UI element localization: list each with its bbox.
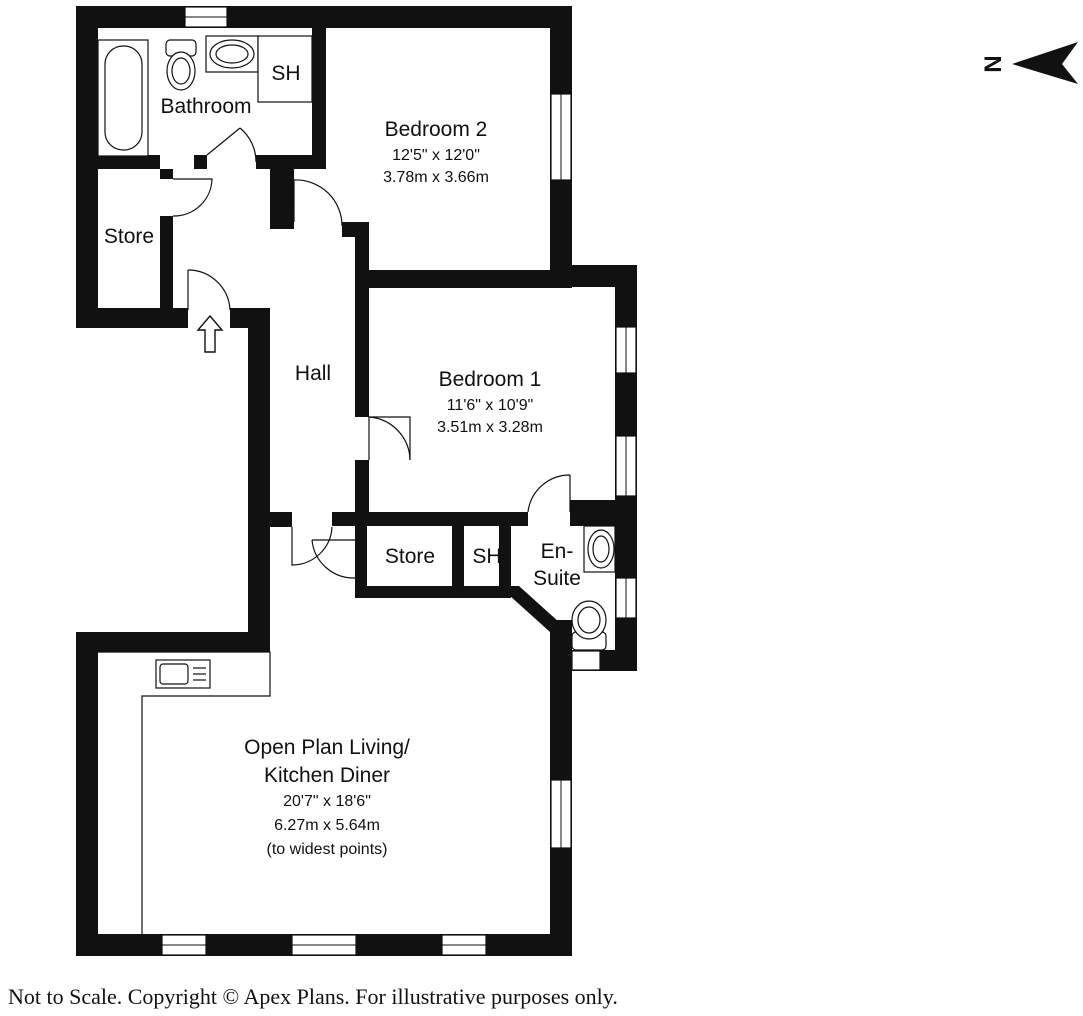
room-dimension-metric: 3.78m x 3.66m <box>383 169 489 186</box>
room-name: Open Plan Living/ <box>244 736 410 759</box>
room-name: Bedroom 1 <box>439 368 542 391</box>
compass: N <box>979 42 1078 84</box>
room-name: Store <box>385 545 435 568</box>
room-name: Bathroom <box>160 95 251 118</box>
doors <box>172 127 571 579</box>
door <box>206 127 241 156</box>
room-name: Kitchen Diner <box>264 764 390 787</box>
toilet-icon <box>571 600 607 651</box>
room-name: En- <box>541 540 574 563</box>
kitchen-sink-icon <box>155 659 211 689</box>
room-dimension-metric: 3.51m x 3.28m <box>437 419 543 436</box>
disclaimer: Not to Scale. Copyright © Apex Plans. Fo… <box>8 984 618 1009</box>
bathtub-icon <box>97 39 149 157</box>
room-dimension-imperial: 20'7" x 18'6" <box>283 793 371 810</box>
compass-letter: N <box>979 55 1006 72</box>
basin-icon <box>583 525 616 573</box>
kitchen-counter <box>98 651 271 934</box>
room-note: (to widest points) <box>267 841 388 858</box>
window <box>571 650 601 671</box>
shower-tray <box>257 35 313 103</box>
entrance-arrow-icon <box>196 314 224 353</box>
room-name: Store <box>104 225 154 248</box>
room-dimension-imperial: 12'5" x 12'0" <box>392 147 480 164</box>
room-name: Suite <box>533 567 581 590</box>
room-name: SH <box>472 545 501 568</box>
room-name: Hall <box>295 362 331 385</box>
room-dimension-imperial: 11'6" x 10'9" <box>447 397 534 414</box>
toilet-icon <box>165 39 197 91</box>
room-name: Bedroom 2 <box>385 118 488 141</box>
room-dimension-metric: 6.27m x 5.64m <box>274 817 380 834</box>
basin-icon <box>205 35 259 73</box>
north-arrow-icon <box>1012 42 1078 84</box>
room-name: SH <box>271 62 300 85</box>
